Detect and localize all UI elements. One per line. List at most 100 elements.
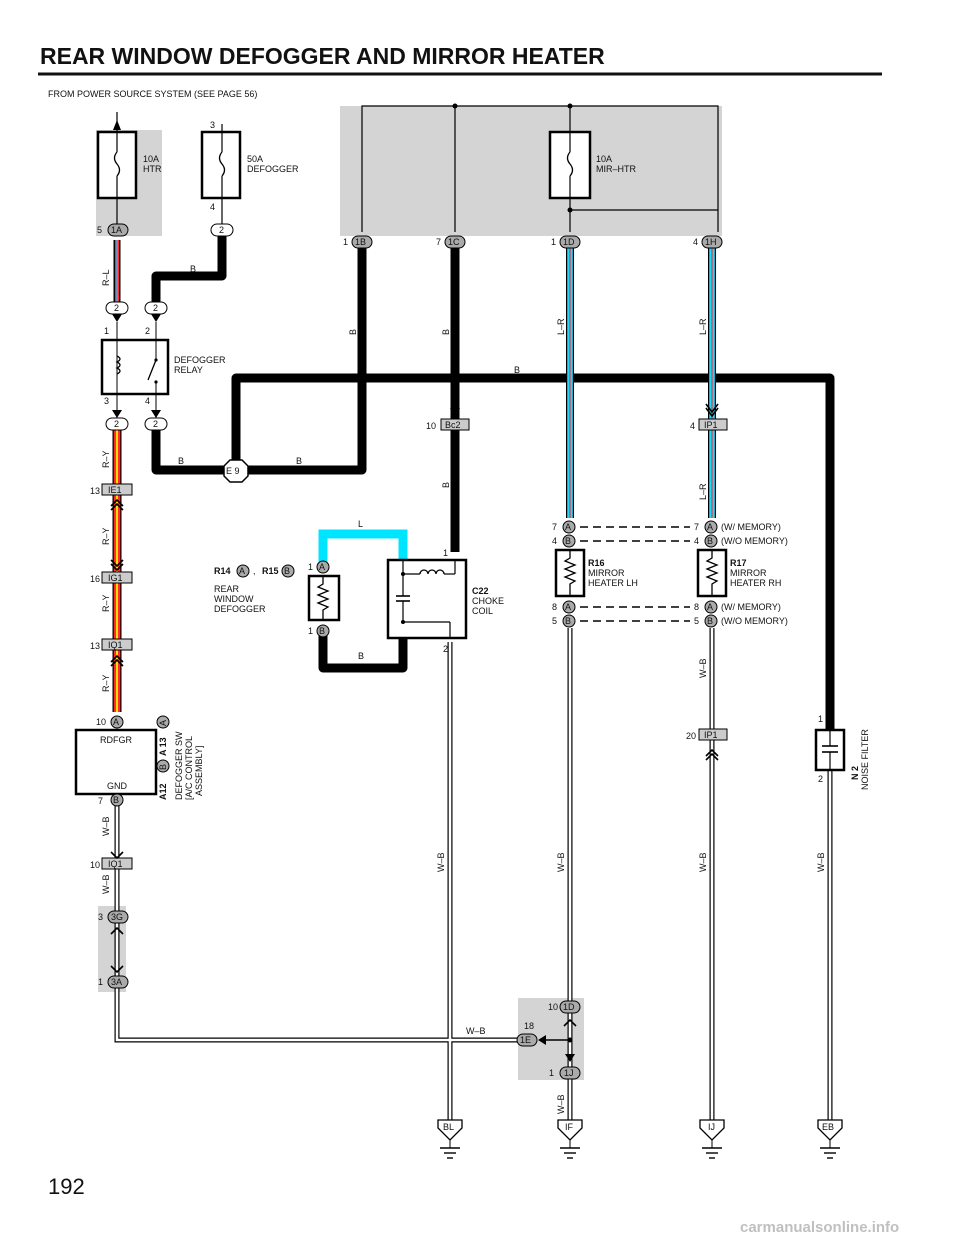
svg-text:1: 1	[104, 326, 109, 336]
b-wire-defogger-to-choke	[318, 628, 408, 673]
svg-text:8: 8	[694, 602, 699, 612]
svg-text:BL: BL	[443, 1122, 454, 1132]
svg-text:A12: A12	[158, 783, 168, 800]
b-wire-ground-bus	[231, 373, 835, 738]
source-note: FROM POWER SOURCE SYSTEM (SEE PAGE 56)	[48, 89, 257, 99]
connector-1d-bottom: 10 1D	[548, 1000, 581, 1014]
svg-text:5: 5	[694, 616, 699, 626]
svg-text:13: 13	[90, 486, 100, 496]
svg-text:1B: 1B	[355, 237, 366, 247]
connector-1j: 1 1J	[549, 1066, 581, 1080]
svg-text:GND: GND	[107, 781, 128, 791]
svg-text:3: 3	[210, 120, 215, 130]
svg-text:B: B	[565, 616, 571, 626]
svg-text:4: 4	[693, 237, 698, 247]
svg-text:(W/ MEMORY): (W/ MEMORY)	[721, 602, 781, 612]
connector-relay-in: 1 2 2	[105, 301, 168, 315]
ground-bl: BL	[437, 1119, 463, 1159]
svg-text:MIRROR: MIRROR	[588, 568, 625, 578]
svg-text:B: B	[707, 616, 713, 626]
ground-if: IF	[557, 1119, 583, 1159]
svg-text:[A/C CONTROL: [A/C CONTROL	[184, 736, 194, 800]
svg-text:1D: 1D	[563, 237, 575, 247]
svg-text:RELAY: RELAY	[174, 365, 203, 375]
wire-label-w-b-3: W–B	[436, 852, 446, 872]
wire-label-r-y-3: R–Y	[101, 594, 111, 612]
svg-text:(W/ MEMORY): (W/ MEMORY)	[721, 522, 781, 532]
wire-label-b-2: B	[348, 329, 358, 335]
wire-label-w-b-8: W–B	[556, 1094, 566, 1114]
watermark: carmanualsonline.info	[740, 1219, 899, 1236]
wire-label-b-7: B	[358, 651, 364, 661]
wire-label-w-b-6: W–B	[816, 852, 826, 872]
svg-text:20: 20	[686, 731, 696, 741]
wire-label-w-b-9: W–B	[466, 1026, 486, 1036]
svg-text:DEFOGGER: DEFOGGER	[174, 355, 226, 365]
svg-text:4: 4	[552, 536, 557, 546]
b-wire-defogger-fuse	[151, 232, 227, 302]
svg-text:C22: C22	[472, 586, 489, 596]
page-number: 192	[48, 1174, 85, 1199]
svg-text:EB: EB	[822, 1122, 834, 1132]
wire-label-l-r-2: L–R	[698, 318, 708, 335]
fuse-htr: 10A HTR	[96, 120, 162, 200]
memory-dashed-links	[580, 526, 690, 622]
wire-label-w-b-5: W–B	[698, 852, 708, 872]
svg-text:1H: 1H	[705, 237, 717, 247]
connector-ip1-bottom: 20 IP1	[686, 728, 728, 741]
svg-text:A: A	[565, 602, 571, 612]
wire-label-l: L	[358, 519, 363, 529]
svg-text:2: 2	[153, 419, 158, 429]
svg-text:REAR: REAR	[214, 584, 240, 594]
mirror-heater-rh: 7 A (W/ MEMORY) 4 B (W/O MEMORY) 8 A (W/…	[694, 520, 788, 628]
ground-ij: IJ	[699, 1119, 725, 1159]
connector-1h: 4 1H	[693, 235, 723, 249]
wire-label-r-y-4: R–Y	[101, 674, 111, 692]
svg-text:7: 7	[694, 522, 699, 532]
page-title: REAR WINDOW DEFOGGER AND MIRROR HEATER	[40, 43, 605, 69]
connector-1d-top: 1 1D	[551, 235, 581, 249]
svg-text:1D: 1D	[563, 1002, 575, 1012]
wire-label-l-r-1: L–R	[556, 318, 566, 335]
b-wire-relay-to-e9	[151, 426, 236, 475]
svg-text:R16: R16	[588, 558, 605, 568]
noise-filter: 1 2 N 2 NOISE FILTER	[814, 714, 870, 790]
svg-text:10: 10	[90, 860, 100, 870]
svg-text:IE1: IE1	[108, 485, 122, 495]
b-wire-1b-to-e9	[248, 240, 367, 475]
wire-label-w-b-1: W–B	[101, 816, 111, 836]
svg-text:16: 16	[90, 574, 100, 584]
svg-text:A: A	[158, 720, 168, 726]
wire-label-b-6: B	[441, 482, 451, 488]
connector-ip1-top: 4 IP1	[690, 418, 728, 431]
svg-text:5: 5	[552, 616, 557, 626]
svg-text:7: 7	[436, 237, 441, 247]
svg-text:1: 1	[443, 548, 448, 558]
svg-text:IQ1: IQ1	[108, 640, 123, 650]
wire-label-b-4: B	[178, 456, 184, 466]
svg-text:1: 1	[98, 977, 103, 987]
svg-text:10: 10	[96, 717, 106, 727]
connector-iq1-bottom: 10 IQ1	[90, 857, 133, 870]
svg-text:2: 2	[114, 303, 119, 313]
svg-text:ASSEMBLY]: ASSEMBLY]	[194, 746, 204, 796]
svg-text:4: 4	[210, 202, 215, 212]
svg-text:1: 1	[308, 562, 313, 572]
w-b-wires-inner	[115, 628, 832, 1120]
svg-text:COIL: COIL	[472, 606, 493, 616]
svg-text:1: 1	[549, 1068, 554, 1078]
choke-coil: 1 2 C22 CHOKE COIL	[386, 548, 504, 654]
wire-label-w-b-2: W–B	[101, 874, 111, 894]
svg-text:2: 2	[153, 303, 158, 313]
svg-text:1: 1	[343, 237, 348, 247]
svg-text:IP1: IP1	[704, 420, 718, 430]
connector-ig1: 16 IG1	[90, 571, 133, 584]
svg-text:3A: 3A	[111, 977, 122, 987]
svg-text:A: A	[319, 562, 325, 572]
svg-text:RDFGR: RDFGR	[100, 735, 132, 745]
mirror-heater-lh: 7 A 4 B 8 A 5 B R16 MIRROR HEATER LH	[552, 520, 638, 628]
connector-1c: 7 1C	[436, 235, 466, 249]
junction-e9: E 9	[223, 459, 249, 483]
svg-text:10A: 10A	[596, 154, 612, 164]
